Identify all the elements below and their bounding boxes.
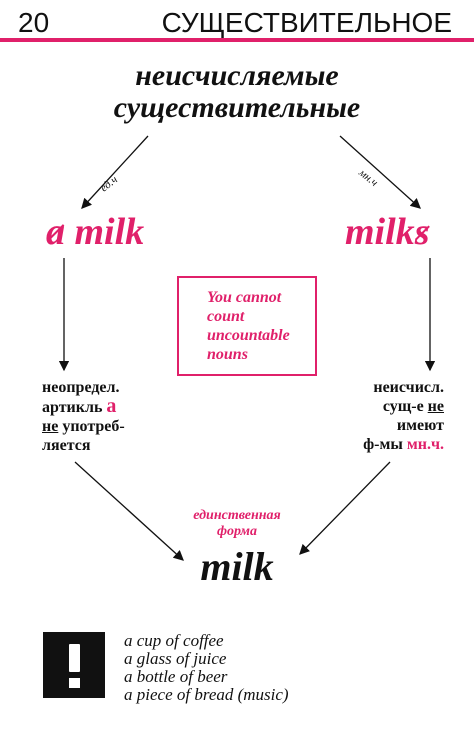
diagram-title-line-2: существительные [113, 91, 361, 124]
article-note-text: употреб- [58, 418, 125, 435]
plural-note-text: сущ-е [382, 398, 428, 415]
example-phrases: a cup of coffee a glass of juice a bottl… [124, 632, 289, 704]
example-phrase: a bottle of beer [124, 667, 228, 686]
arrow-title-to-singular [81, 135, 149, 209]
plural-note-text: ф-мы [363, 436, 407, 453]
singular-example: a milk [46, 212, 144, 252]
singular-form-label-line: форма [217, 524, 257, 539]
page-number: 20 [18, 7, 50, 38]
rule-box-line: uncountable [207, 327, 290, 344]
struck-article: a [46, 211, 65, 253]
article-note-text: артикль [42, 399, 103, 416]
plural-note-line: имеют [396, 417, 444, 434]
section-title: СУЩЕСТВИТЕЛЬНОЕ [161, 7, 452, 38]
article-note: неопредел. артикль а не употреб- ляется [42, 378, 125, 455]
rule-box-line: nouns [207, 346, 248, 363]
arrow-title-to-plural [339, 135, 421, 209]
singular-example-word: milk [74, 211, 145, 253]
plural-note-line: сущ-е не [363, 397, 444, 416]
negation-word: не [42, 418, 59, 435]
plural-abbrev: мн.ч. [406, 436, 444, 453]
article-letter: а [106, 395, 117, 417]
plural-note-line: ф-мы мн.ч. [363, 435, 444, 454]
singular-form-label: единственная форма [0, 508, 474, 540]
plural-note-line: неисчисл. [373, 379, 444, 396]
article-note-line: артикль а [42, 395, 125, 417]
rule-box-line: You cannot [207, 289, 282, 306]
article-note-line: ляется [42, 437, 91, 454]
example-phrase: a cup of coffee [124, 631, 224, 650]
struck-plural-suffix: s [414, 211, 430, 253]
result-word: milk [200, 544, 274, 589]
rule-box: You cannot count uncountable nouns [177, 276, 317, 376]
singular-form-label-line: единственная [193, 508, 281, 523]
exclamation-icon [43, 632, 105, 698]
arrow-left-note-to-milk [74, 461, 184, 561]
rule-box-line: count [207, 308, 245, 325]
plural-example: milks [345, 212, 429, 252]
arrow-right-note-to-milk [299, 461, 391, 555]
article-note-line: не употреб- [42, 417, 125, 436]
header-rule [0, 38, 474, 42]
example-phrase: a glass of juice [124, 649, 227, 668]
article-note-line: неопредел. [42, 379, 120, 396]
negation-word: не [427, 398, 444, 415]
diagram-title-line-1: неисчисляемые [135, 59, 339, 92]
plural-example-word: milk [345, 211, 415, 253]
example-phrase: a piece of bread (music) [124, 685, 289, 704]
plural-note: неисчисл. сущ-е не имеют ф-мы мн.ч. [363, 378, 444, 454]
